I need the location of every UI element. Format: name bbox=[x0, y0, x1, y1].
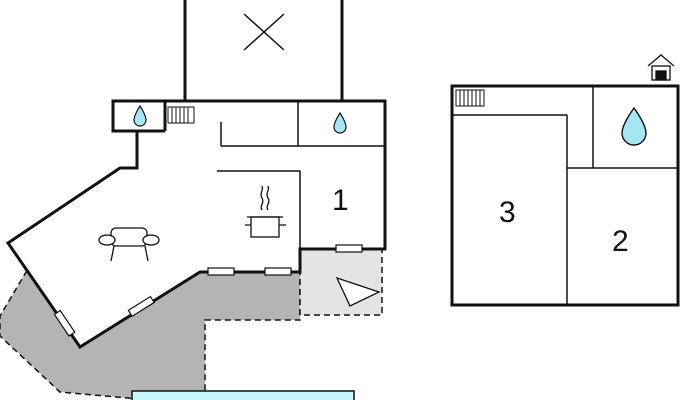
terrace-area bbox=[0, 260, 301, 400]
water-drop-icon bbox=[333, 111, 347, 134]
sofa-icon bbox=[98, 227, 160, 262]
room-3-label: 3 bbox=[499, 196, 516, 229]
interior-walls bbox=[113, 101, 385, 249]
pool bbox=[131, 390, 355, 400]
windows bbox=[53, 244, 363, 337]
water-drop-icon bbox=[133, 104, 147, 127]
x-mark-icon bbox=[243, 13, 285, 51]
cooking-pot-icon bbox=[245, 185, 286, 238]
radiator-icon bbox=[167, 106, 195, 124]
annex-walls bbox=[450, 84, 680, 307]
terrace-furniture-icon bbox=[335, 276, 381, 307]
water-drop-icon bbox=[621, 106, 647, 146]
house-icon bbox=[647, 54, 675, 81]
room-2-label: 2 bbox=[612, 225, 629, 258]
radiator-icon bbox=[455, 89, 485, 107]
balcony-outline bbox=[183, 0, 344, 100]
room-1-label: 1 bbox=[332, 184, 349, 217]
annex-interior-walls bbox=[452, 86, 678, 305]
